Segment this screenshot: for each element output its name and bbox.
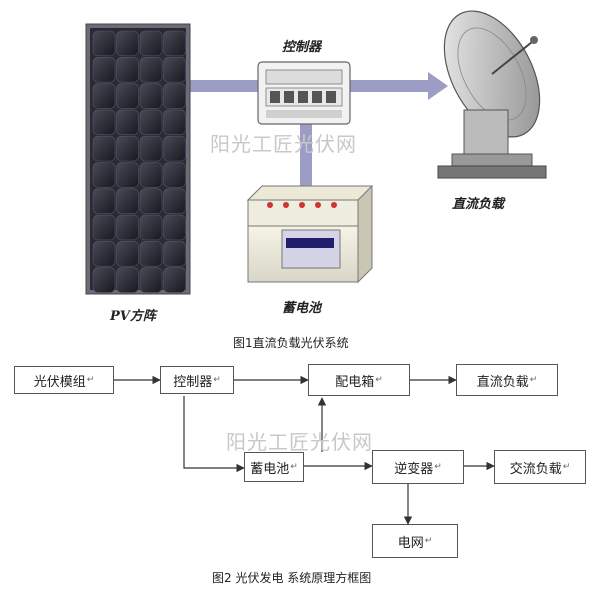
- pv-cell: [163, 109, 186, 136]
- return-mark: ↵: [529, 375, 538, 385]
- watermark-top: 阳光工匠光伏网: [210, 132, 357, 156]
- box-distribution-label: 配电箱: [335, 374, 375, 390]
- box-inverter-label: 逆变器: [394, 461, 434, 477]
- pv-cell: [92, 241, 116, 267]
- watermark-bottom: 阳光工匠光伏网: [226, 430, 373, 454]
- pv-cell: [92, 30, 116, 57]
- figure1-caption: 图1直流负载光伏系统: [233, 336, 349, 350]
- pv-cell: [163, 83, 186, 109]
- controller-label: 控制器: [282, 40, 322, 55]
- pv-cell: [139, 162, 163, 188]
- pv-cell: [116, 267, 139, 293]
- pv-cell: [139, 109, 163, 136]
- pv-cell: [116, 135, 139, 162]
- box-grid-label: 电网: [397, 535, 424, 551]
- pv-cell: [163, 162, 186, 188]
- box-battery-label: 蓄电池: [250, 461, 290, 477]
- pv-cell: [116, 56, 139, 83]
- return-mark: ↵: [375, 375, 383, 385]
- pv-cell: [163, 56, 186, 83]
- box-battery: 蓄电池↵: [244, 452, 304, 482]
- return-mark: ↵: [434, 462, 442, 472]
- pv-cell: [116, 83, 139, 109]
- pv-cell: [92, 109, 116, 136]
- return-mark: ↵: [213, 375, 221, 385]
- pv-cell: [139, 135, 163, 162]
- pv-cell: [92, 83, 116, 109]
- pv-cell: [163, 241, 186, 267]
- pv-cell: [92, 135, 116, 162]
- box-dc-load-label: 直流负载: [476, 374, 529, 390]
- figure2-caption: 图2 光伏发电 系统原理方框图: [212, 571, 372, 585]
- pv-cell: [139, 188, 163, 214]
- return-mark: ↵: [562, 462, 571, 472]
- pv-cell: [139, 83, 163, 109]
- pv-cell: [92, 56, 116, 83]
- pv-array-label: PV方阵: [110, 309, 156, 324]
- pv-cell: [92, 214, 116, 241]
- pv-cell: [116, 241, 139, 267]
- pv-cell: [92, 267, 116, 293]
- box-pv-module-label: 光伏模组: [33, 374, 86, 390]
- pv-cell: [116, 162, 139, 188]
- box-distribution: 配电箱↵: [308, 364, 410, 396]
- pv-cell: [92, 162, 116, 188]
- return-mark: ↵: [86, 375, 95, 385]
- box-controller-label: 控制器: [173, 374, 213, 390]
- box-pv-module: 光伏模组↵: [14, 366, 114, 394]
- box-controller: 控制器↵: [160, 366, 234, 394]
- pv-cell: [163, 214, 186, 241]
- dc-load-dish-graphic: [437, 10, 547, 179]
- pv-cell: [139, 267, 163, 293]
- pv-cell: [139, 214, 163, 241]
- box-dc-load: 直流负载↵: [456, 364, 558, 396]
- box-ac-load-label: 交流负载: [509, 461, 562, 477]
- box-grid: 电网↵: [372, 524, 458, 558]
- controller-graphic: [257, 61, 351, 125]
- pv-cell: [116, 214, 139, 241]
- pv-cell: [163, 30, 186, 57]
- box-ac-load: 交流负载↵: [494, 450, 586, 484]
- pv-cell: [163, 135, 186, 162]
- battery-label: 蓄电池: [282, 301, 322, 316]
- pv-cell: [92, 188, 116, 214]
- return-mark: ↵: [424, 536, 433, 546]
- pv-cell: [139, 241, 163, 267]
- dc-load-label: 直流负载: [452, 197, 505, 212]
- return-mark: ↵: [290, 462, 298, 472]
- pv-cell: [139, 56, 163, 83]
- arrow-controller-to-battery: [183, 396, 245, 473]
- pv-panel-graphic: [85, 23, 191, 295]
- pv-cell: [139, 30, 163, 57]
- pv-cell: [163, 188, 186, 214]
- connector-bars: [188, 72, 448, 190]
- pv-cell: [116, 109, 139, 136]
- pv-cell: [116, 30, 139, 57]
- pv-cell: [163, 267, 186, 293]
- box-inverter: 逆变器↵: [372, 450, 464, 484]
- battery-graphic: [246, 184, 373, 284]
- pv-cell: [116, 188, 139, 214]
